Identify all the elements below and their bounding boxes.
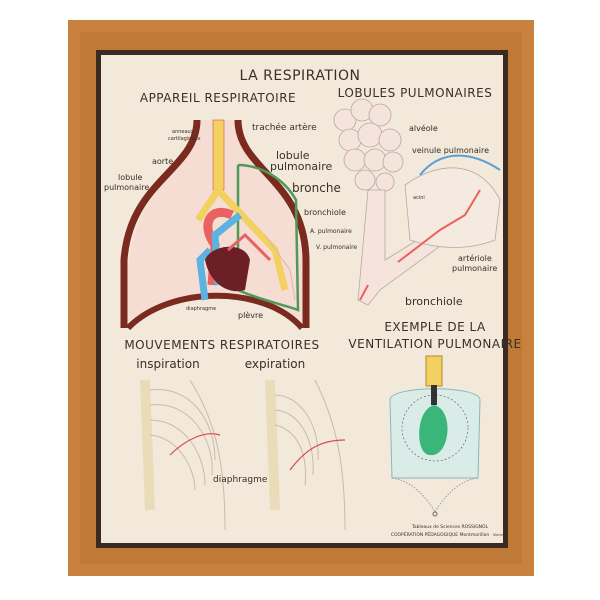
heart (205, 246, 250, 292)
label-anneaux: anneaux (172, 129, 194, 135)
label-cartilagineux: cartilagineux (168, 136, 201, 142)
label-aorte: aorte (152, 157, 173, 166)
inspiration-ribcage (140, 379, 226, 531)
bronchi (195, 187, 289, 291)
label-bronchiole: bronchiole (304, 208, 346, 217)
credits-line-2: COOPÉRATION PÉDAGOGIQUE Montmorillon (391, 530, 490, 538)
rib-wall-right (234, 119, 310, 328)
veinule (419, 154, 501, 176)
label-veinule: veinule pulmonaire (412, 146, 489, 155)
trachea (212, 119, 225, 191)
pleura (236, 163, 300, 312)
label-a-pulmonaire: A. pulmonaire (310, 228, 352, 235)
lobule-labels: alvéole veinule pulmonaire acini artério… (405, 123, 497, 308)
poster-title: LA RESPIRATION (239, 68, 360, 84)
label-bronchiole-lobule: bronchiole (405, 295, 463, 308)
credits-line-3: Vienne (493, 533, 505, 537)
label-arteriole: artériole (458, 253, 492, 263)
label-lobule-right: lobule (276, 149, 310, 162)
pulmonary-artery (227, 232, 272, 262)
heading-appareil: APPAREIL RESPIRATOIRE (140, 91, 296, 105)
label-arteriole-2: pulmonaire (452, 264, 497, 273)
label-lobule-right-2: pulmonaire (270, 160, 333, 173)
bronchiole-tree (264, 234, 296, 301)
heading-mouvements: MOUVEMENTS RESPIRATOIRES (124, 338, 319, 352)
diaphragm-inspiration (169, 433, 221, 456)
rib-wall-left (120, 119, 201, 328)
heading-ventilation-2: VENTILATION PULMONAIRE (348, 337, 521, 351)
credits-line-1: Tableaux de Sciences ROSSIGNOL (411, 524, 489, 530)
label-lobule-left-2: pulmonaire (104, 183, 149, 192)
diaphragm-expiration (289, 439, 346, 471)
label-inspiration: inspiration (136, 357, 199, 371)
label-diaphragme: diaphragme (186, 306, 216, 312)
heading-lobules: LOBULES PULMONAIRES (338, 86, 493, 100)
label-acini: acini (413, 195, 425, 201)
label-plevre: plèvre (238, 310, 263, 320)
lobule-diagram (333, 98, 501, 306)
expiration-ribcage (265, 379, 346, 531)
arteriole (397, 189, 481, 263)
label-bronche: bronche (292, 181, 341, 195)
label-diaphragme-mouvements: diaphragme (213, 475, 268, 485)
label-lobule-left: lobule (118, 173, 142, 182)
heading-ventilation-1: EXEMPLE DE LA (384, 320, 486, 334)
label-alveole: alvéole (409, 123, 438, 133)
respiratory-system-diagram (120, 119, 310, 331)
label-expiration: expiration (245, 357, 306, 371)
balloon-lung (419, 405, 448, 456)
label-trachee: trachée artère (252, 122, 317, 133)
appareil-labels: trachée artère anneaux cartilagineux aor… (104, 122, 357, 320)
diaphragm (125, 292, 305, 331)
bell-jar-model (389, 355, 481, 517)
label-v-pulmonaire: V. pulmonaire (316, 244, 357, 251)
